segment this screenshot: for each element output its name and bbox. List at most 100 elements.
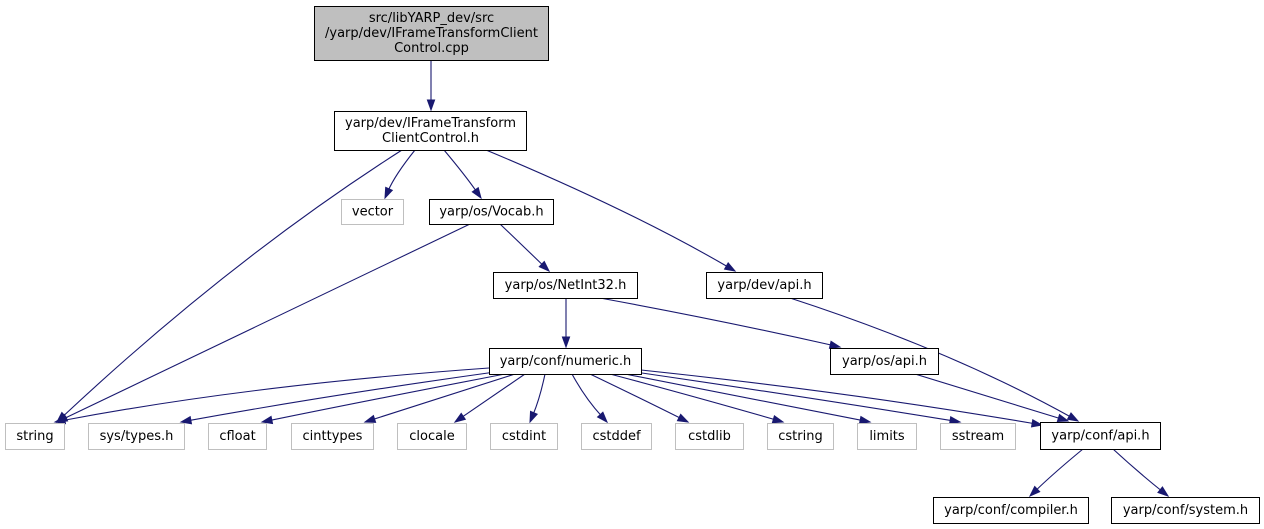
edge-arrowhead — [453, 412, 467, 423]
node-label: yarp/os/Vocab.h — [439, 205, 543, 220]
node-label: cstdint — [502, 429, 546, 444]
edge-ifc-devapi — [485, 149, 737, 272]
node-systypes: sys/types.h — [88, 423, 185, 450]
node-label: cinttypes — [303, 429, 363, 444]
edge-netint-numeric — [561, 298, 571, 349]
node-netint[interactable]: yarp/os/NetInt32.h — [493, 272, 638, 299]
node-box — [857, 423, 917, 450]
edge-confapi-system — [1112, 448, 1170, 497]
node-cstddef: cstddef — [581, 423, 652, 450]
edge-numeric-cfloat — [260, 373, 506, 425]
edge-line — [640, 369, 1035, 425]
node-label: cstring — [778, 429, 822, 444]
node-devapi[interactable]: yarp/dev/api.h — [706, 272, 823, 299]
edge-line — [571, 373, 602, 417]
edge-ifc-vector — [384, 149, 416, 200]
node-box — [581, 423, 652, 450]
edge-arrowhead — [771, 414, 785, 424]
node-label: yarp/os/NetInt32.h — [505, 278, 627, 293]
node-box — [88, 423, 185, 450]
edge-arrowhead — [529, 410, 539, 424]
edge-numeric-sstream — [634, 371, 962, 425]
node-label: limits — [869, 429, 905, 444]
node-numeric[interactable]: yarp/conf/numeric.h — [489, 348, 642, 375]
edge-root-ifc — [426, 60, 436, 112]
edge-line — [485, 149, 729, 268]
edge-arrowhead — [858, 415, 872, 425]
edge-line — [443, 149, 477, 192]
edge-line — [1035, 448, 1084, 491]
node-box — [675, 423, 744, 450]
edge-arrowhead — [676, 413, 690, 423]
edge-numeric-confapi — [640, 369, 1044, 428]
edge-line — [499, 223, 544, 266]
edge-ifc-string — [55, 149, 403, 424]
edge-arrowhead — [561, 336, 571, 349]
edge-line — [1112, 448, 1163, 492]
node-confapi[interactable]: yarp/conf/api.h — [1040, 422, 1161, 450]
node-vector: vector — [341, 199, 404, 225]
node-label: yarp/conf/system.h — [1123, 503, 1248, 518]
node-osapi[interactable]: yarp/os/api.h — [830, 348, 939, 375]
edge-line — [62, 149, 403, 417]
edge-line — [387, 149, 416, 191]
node-box — [767, 423, 834, 450]
node-box — [489, 348, 642, 375]
node-box — [933, 497, 1089, 524]
edge-arrowhead — [723, 261, 737, 272]
edge-line — [372, 373, 516, 421]
node-label: /yarp/dev/IFrameTransformClient — [325, 26, 538, 41]
edge-arrowhead — [384, 186, 394, 200]
edge-numeric-limits — [624, 373, 872, 425]
edge-arrowhead — [828, 340, 842, 349]
edge-arrowhead — [1157, 486, 1170, 497]
node-label: clocale — [409, 429, 454, 444]
edge-confapi-compiler — [1028, 448, 1084, 498]
edge-arrowhead — [363, 414, 377, 423]
edge-numeric-cstdint — [529, 373, 546, 424]
node-box — [490, 423, 558, 450]
node-label: yarp/conf/numeric.h — [500, 354, 632, 369]
node-box — [830, 348, 939, 375]
node-label: cstddef — [592, 429, 641, 444]
node-cinttypes: cinttypes — [291, 423, 374, 450]
edge-line — [589, 373, 682, 419]
node-label: cfloat — [219, 429, 255, 444]
edge-arrowhead — [179, 415, 193, 425]
edge-vocab-netint — [499, 223, 551, 273]
node-box — [493, 272, 638, 299]
node-system[interactable]: yarp/conf/system.h — [1111, 497, 1260, 524]
node-box — [291, 423, 374, 450]
edge-arrowhead — [426, 99, 436, 112]
nodes-layer: src/libYARP_dev/src/yarp/dev/IFrameTrans… — [5, 6, 1260, 524]
node-cstdint: cstdint — [490, 423, 558, 450]
edge-arrowhead — [53, 415, 67, 425]
node-clocale: clocale — [397, 423, 467, 450]
edge-line — [634, 371, 953, 422]
node-sstream: sstream — [940, 423, 1016, 450]
node-label: string — [16, 429, 53, 444]
node-box — [1040, 422, 1161, 450]
edge-arrowhead — [471, 186, 482, 200]
edge-ifc-vocab — [443, 149, 482, 200]
edge-arrowhead — [1066, 412, 1080, 422]
node-box — [341, 199, 404, 225]
edge-numeric-clocale — [453, 373, 526, 423]
edge-arrowhead — [948, 416, 962, 425]
edges-layer — [53, 60, 1170, 498]
edge-arrowhead — [1056, 413, 1070, 423]
node-box — [314, 6, 549, 61]
node-label: yarp/dev/api.h — [717, 278, 811, 293]
node-label: Control.cpp — [394, 41, 469, 56]
edge-line — [609, 373, 776, 421]
node-label: vector — [352, 205, 394, 220]
edge-numeric-cstring — [609, 373, 785, 424]
edge-arrowhead — [260, 415, 274, 425]
node-limits: limits — [857, 423, 917, 450]
node-vocab[interactable]: yarp/os/Vocab.h — [429, 199, 554, 225]
edge-devapi-confapi — [789, 297, 1080, 422]
node-compiler[interactable]: yarp/conf/compiler.h — [933, 497, 1089, 524]
edge-numeric-cstdlib — [589, 373, 690, 423]
edge-numeric-string — [53, 367, 490, 425]
